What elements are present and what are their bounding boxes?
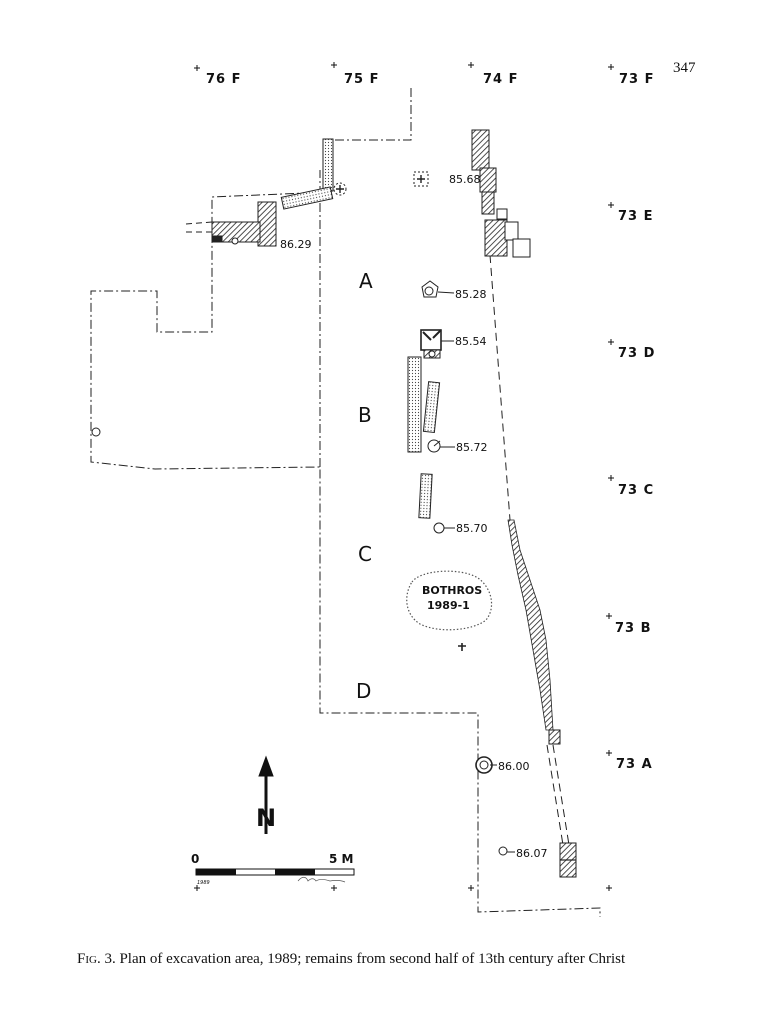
figure-caption-label: Fig. 3. [77,951,116,967]
scale-bar: 0 5 M 1989 [191,852,355,886]
bothros-label: BOTHROS [422,584,482,597]
northwest-walls [185,138,334,247]
grid-crosses [194,62,614,891]
grid-label-76f: 76 F [206,72,242,87]
grid-label-73c: 73 C [618,483,654,498]
page-number: 347 [673,60,696,76]
grid-label-74f: 74 F [483,72,519,87]
elevation-label: 85.70 [456,522,488,535]
scale-start-label: 0 [191,852,199,866]
elevation-label: 86.07 [516,847,548,860]
elevation-label: 85.68 [449,173,481,186]
north-arrow: N [256,755,276,834]
small-finds-north [333,171,429,196]
area-label-b: B [358,403,372,427]
elevation-label: 86.29 [280,238,312,251]
grid-label-73e: 73 E [618,209,654,224]
scale-end-label: 5 M [329,852,353,866]
draftsman-signature [297,876,346,883]
figure-caption: Fig. 3. Plan of excavation area, 1989; r… [77,951,625,968]
east-wall-stones [507,519,554,731]
elevation-label: 86.00 [498,760,530,773]
features [91,280,577,878]
elevation-label: 85.72 [456,441,488,454]
elevation-label: 85.54 [455,335,487,348]
bothros-number: 1989-1 [427,599,470,612]
grid-label-73f: 73 F [619,72,655,87]
east-wall-line [489,254,570,846]
area-label-d: D [356,679,371,703]
elevation-label: 85.28 [455,288,487,301]
northeast-walls [471,129,531,258]
grid-label-73b: 73 B [615,621,652,636]
figure-caption-text: Plan of excavation area, 1989; remains f… [119,951,626,967]
area-label-a: A [359,269,373,293]
trench-boundary [90,88,601,917]
grid-label-73a: 73 A [616,757,653,772]
north-arrow-letter: N [256,804,276,832]
area-label-c: C [358,542,372,566]
grid-label-73d: 73 D [618,346,655,361]
scale-bar-year: 1989 [197,880,210,886]
grid-label-75f: 75 F [344,72,380,87]
